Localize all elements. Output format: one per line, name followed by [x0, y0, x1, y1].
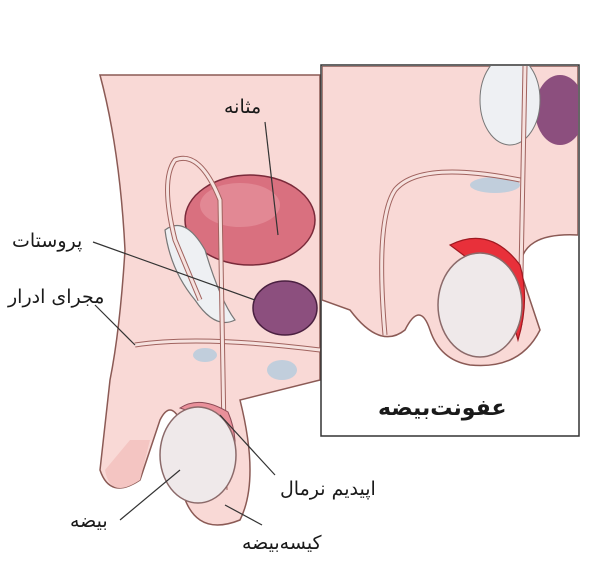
main-anatomy: [99, 74, 321, 526]
label-urethra: مجرای ادرار: [8, 286, 105, 308]
label-testis: بیضه: [70, 510, 108, 532]
label-scrotum: کیسه‌بیضه: [242, 532, 322, 554]
label-prostate: پروستات: [12, 230, 83, 252]
leader-lines: [92, 121, 279, 526]
inset-panel: [320, 64, 580, 437]
label-normal-epididymis: اپیدیم نرمال: [280, 478, 376, 500]
label-bladder: مثانه: [224, 96, 262, 118]
testis-shape: [159, 406, 237, 504]
inset-title: عفونت‌بیضه: [378, 396, 507, 421]
prostate-shape: [252, 280, 318, 336]
